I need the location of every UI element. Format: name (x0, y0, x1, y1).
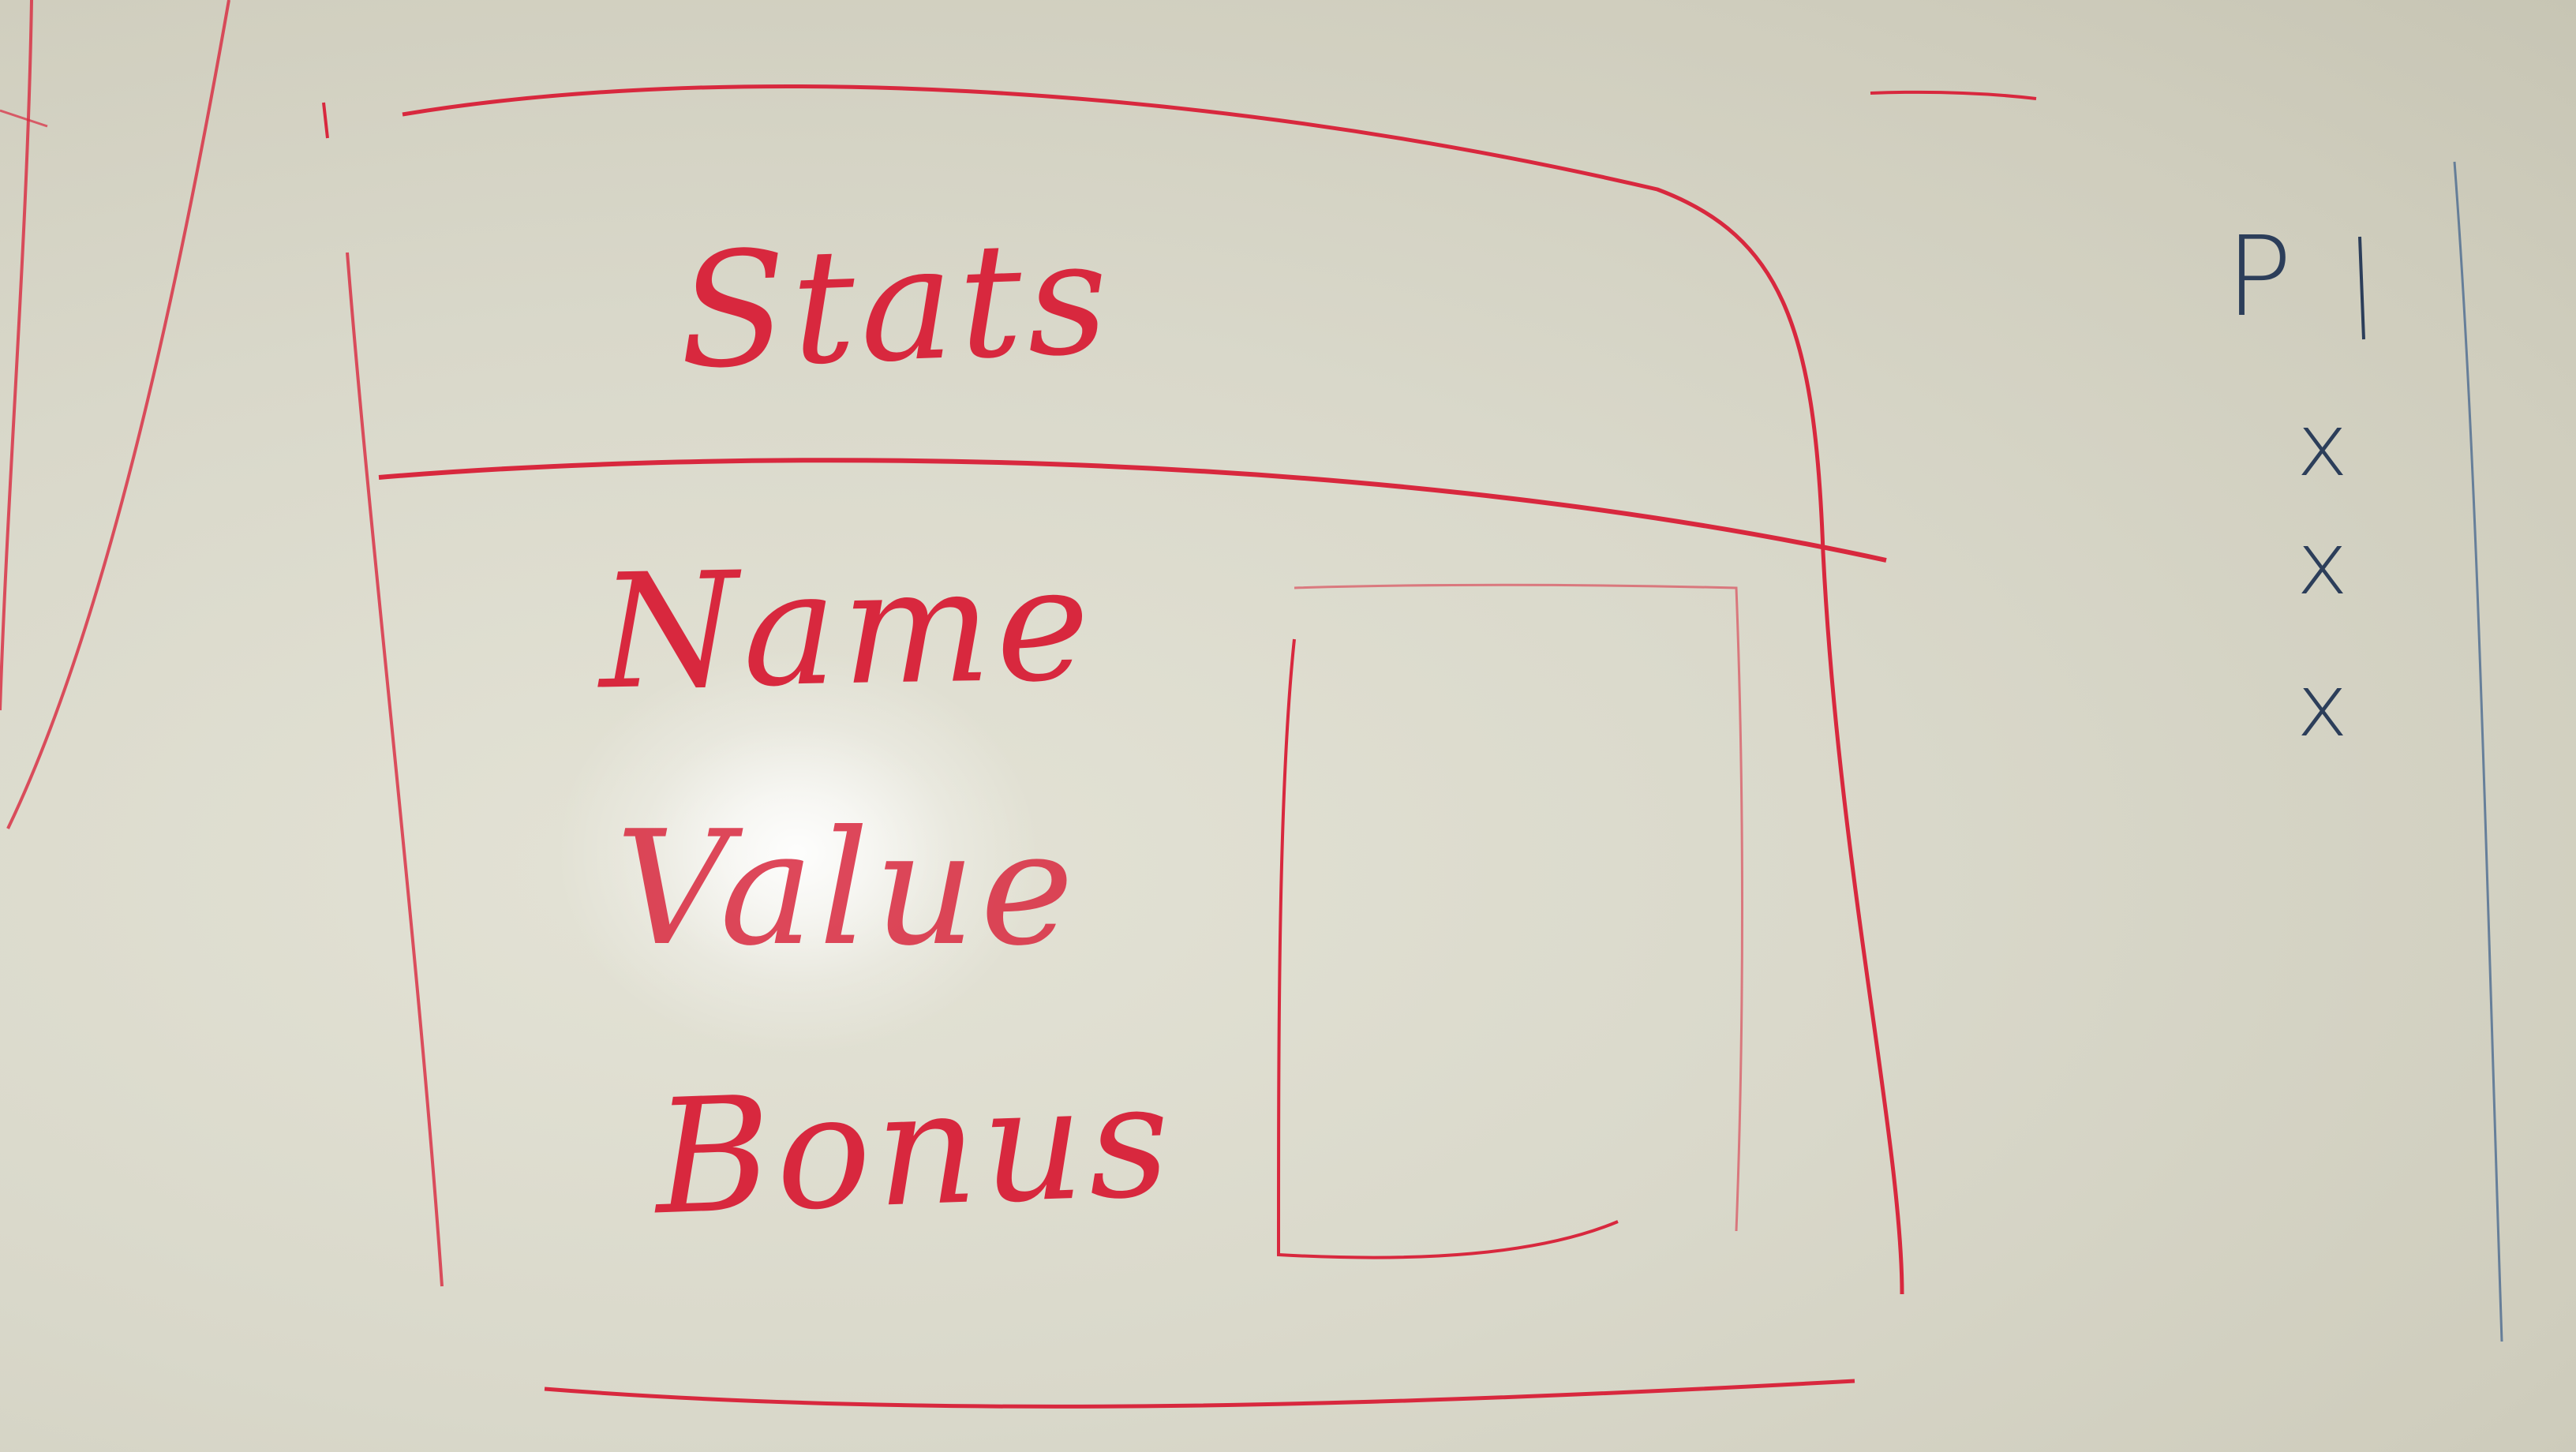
field-label-value: Value (616, 797, 1079, 981)
card-top-right-outline (402, 84, 1904, 1295)
left-diagonal-line (6, 0, 230, 829)
left-tick-line (0, 109, 48, 128)
card-title: Stats (676, 205, 1116, 405)
left-edge-line (0, 0, 33, 711)
field-label-name: Name (598, 532, 1096, 725)
side-p-tick (2358, 236, 2365, 340)
side-list-item: x (2297, 395, 2349, 496)
side-list: P x x x (2194, 213, 2399, 781)
card-bottom-outline (544, 1379, 1855, 1409)
field-label-bonus: Bonus (652, 1048, 1178, 1251)
image-box-top-right (1294, 583, 1743, 1232)
card-corner-tick (322, 102, 329, 139)
header-divider (378, 458, 1887, 563)
right-margin-line (2453, 161, 2503, 1342)
card-top-right-stub (1870, 90, 2037, 100)
side-list-item: x (2297, 655, 2349, 756)
side-list-header: P (2226, 213, 2293, 342)
side-list-item: x (2297, 513, 2349, 614)
card-left-outline (346, 252, 444, 1287)
image-box-left-bottom (1276, 638, 1619, 1259)
